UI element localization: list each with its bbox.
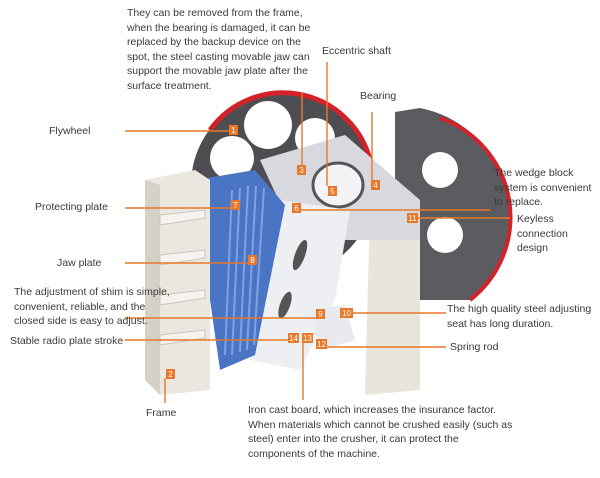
label-flywheel: Flywheel	[49, 125, 91, 137]
badge-8: 8	[248, 255, 257, 265]
badge-11: 11	[407, 213, 418, 223]
svg-text:9: 9	[318, 310, 323, 319]
badge-12: 12	[316, 339, 327, 349]
badge-5: 5	[328, 186, 337, 196]
svg-text:6: 6	[294, 204, 299, 213]
label-spring-rod: Spring rod	[450, 341, 499, 353]
badge-6: 6	[292, 203, 301, 213]
label-protecting-plate: Protecting plate	[35, 201, 108, 213]
label-frame: Frame	[146, 407, 177, 419]
badge-10: 10	[340, 308, 353, 318]
label-jaw-plate: Jaw plate	[57, 257, 102, 269]
svg-text:14: 14	[289, 334, 298, 343]
label-movable-jaw-note: They can be removed from the frame, when…	[127, 7, 311, 92]
svg-text:12: 12	[317, 340, 326, 349]
badge-3: 3	[297, 165, 306, 175]
svg-text:7: 7	[233, 201, 238, 210]
badge-9: 9	[316, 309, 325, 319]
badge-4: 4	[371, 180, 380, 190]
badge-14: 14	[288, 333, 299, 343]
svg-text:11: 11	[408, 214, 417, 223]
label-iron-cast: Iron cast board, which increases the ins…	[248, 404, 513, 460]
label-wedge-block: The wedge block system is convenient to …	[494, 167, 592, 208]
label-stable-plate: Stable radio plate stroke	[10, 335, 124, 347]
svg-text:4: 4	[373, 181, 378, 190]
label-eccentric-shaft: Eccentric shaft	[322, 45, 391, 57]
label-adjusting-seat: The high quality steel adjusting seat ha…	[447, 303, 592, 330]
svg-text:8: 8	[250, 256, 255, 265]
label-shim: The adjustment of shim is simple, conven…	[14, 286, 170, 327]
svg-text:3: 3	[299, 166, 304, 175]
svg-text:13: 13	[303, 334, 312, 343]
frame-left	[145, 170, 210, 395]
badge-7: 7	[231, 200, 240, 210]
flywheel-right	[395, 108, 513, 302]
badge-2: 2	[166, 369, 175, 379]
badge-1: 1	[229, 125, 238, 135]
label-bearing: Bearing	[360, 90, 397, 102]
svg-text:2: 2	[168, 370, 173, 379]
label-keyless: Keyless connection design	[517, 213, 568, 254]
svg-text:5: 5	[330, 187, 335, 196]
frame-right	[365, 200, 420, 395]
svg-text:10: 10	[342, 309, 351, 318]
leader-lines	[125, 62, 510, 403]
svg-text:1: 1	[231, 126, 236, 135]
badge-13: 13	[302, 333, 313, 343]
